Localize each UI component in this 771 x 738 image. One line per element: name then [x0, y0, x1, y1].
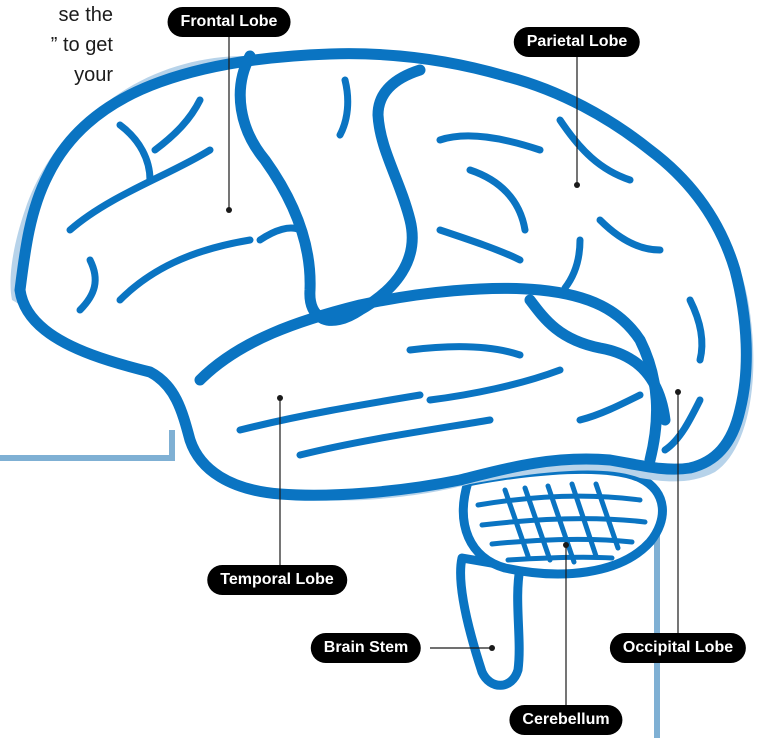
brain-stem-label: Brain Stem — [311, 633, 421, 663]
parietal-lobe-dot — [574, 182, 580, 188]
brain-stem-shape — [461, 558, 520, 685]
occipital-lobe-dot — [675, 389, 681, 395]
parietal-lobe-label: Parietal Lobe — [514, 27, 640, 57]
temporal-lobe-label: Temporal Lobe — [207, 565, 347, 595]
frontal-lobe-label: Frontal Lobe — [168, 7, 291, 37]
cerebellum-label: Cerebellum — [509, 705, 622, 735]
left-accent-line — [0, 430, 172, 458]
temporal-lobe-dot — [277, 395, 283, 401]
cerebrum-shape — [11, 54, 754, 501]
cerebellum-shape — [463, 469, 662, 573]
occipital-lobe-label: Occipital Lobe — [610, 633, 746, 663]
frontal-lobe-dot — [226, 207, 232, 213]
brain-stem-dot — [489, 645, 495, 651]
cerebellum-dot — [563, 542, 569, 548]
